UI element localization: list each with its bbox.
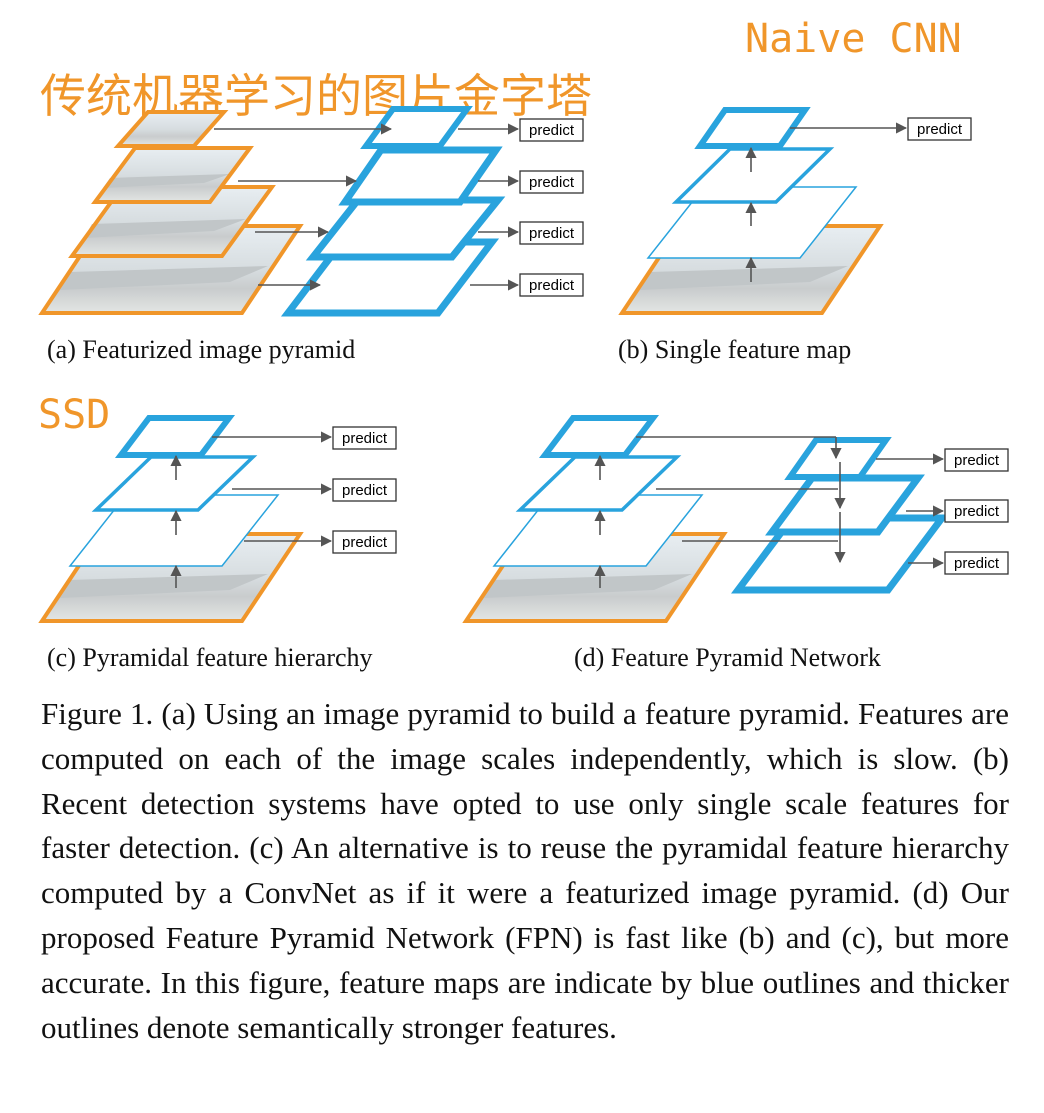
predict-box-a-3: predict: [519, 221, 584, 245]
predict-box-c-1: predict: [332, 426, 397, 450]
panel-a-caption: (a) Featurized image pyramid: [47, 335, 355, 364]
predict-label: predict: [529, 225, 575, 242]
ssd-annotation: SSD: [38, 392, 110, 438]
predict-box-c-2: predict: [332, 478, 397, 502]
predict-label: predict: [954, 503, 1000, 520]
feature-map-c-2: [91, 455, 258, 512]
predict-label: predict: [529, 174, 575, 191]
predict-label: predict: [342, 430, 388, 447]
traditional-pyramid-annotation: 传统机器学习的图片金字塔: [40, 69, 592, 123]
top-down-map-d-1: [784, 437, 892, 480]
pyramid-diagram: Naive CNN 传统机器学习的图片金字塔 SSD: [38, 16, 1009, 672]
bottom-up-map-d-2: [515, 455, 682, 512]
predict-box-d-3: predict: [944, 551, 1009, 575]
panel-b-caption: (b) Single feature map: [618, 335, 851, 364]
naive-cnn-annotation: Naive CNN: [745, 16, 962, 62]
predict-label: predict: [529, 122, 575, 139]
image-level-a-2: [91, 146, 254, 204]
feature-map-a-1: [360, 106, 473, 149]
feature-map-a-3: [305, 196, 506, 261]
predict-label: predict: [529, 277, 575, 294]
panel-b: predict (b) Single feature map: [618, 107, 972, 364]
panel-d-caption: (d) Feature Pyramid Network: [574, 643, 881, 672]
predict-box-a-4: predict: [519, 273, 584, 297]
panel-d: predict predict predict (d) Feature Pyra…: [462, 415, 1009, 672]
image-level-a-1: [113, 110, 229, 148]
predict-box-c-3: predict: [332, 530, 397, 554]
predict-box-d-2: predict: [944, 499, 1009, 523]
predict-box-a-1: predict: [519, 118, 584, 142]
image-level-a-3: [68, 185, 276, 258]
panel-c: predict predict predict (c) Pyramidal fe…: [38, 415, 397, 672]
predict-label: predict: [954, 452, 1000, 469]
feature-map-a-2: [338, 146, 503, 206]
predict-box-b-1: predict: [907, 117, 972, 141]
feature-map-b-1: [694, 107, 811, 149]
panel-a: predict predict predict predict (a) Feat…: [38, 106, 584, 364]
panel-c-caption: (c) Pyramidal feature hierarchy: [47, 643, 373, 672]
feature-map-b-2: [671, 147, 835, 204]
predict-label: predict: [342, 482, 388, 499]
predict-box-a-2: predict: [519, 170, 584, 194]
predict-label: predict: [342, 534, 388, 551]
predict-label: predict: [954, 555, 1000, 572]
predict-label: predict: [917, 121, 963, 138]
figure-caption: Figure 1. (a) Using an image pyramid to …: [41, 696, 1009, 1045]
predict-box-d-1: predict: [944, 448, 1009, 472]
